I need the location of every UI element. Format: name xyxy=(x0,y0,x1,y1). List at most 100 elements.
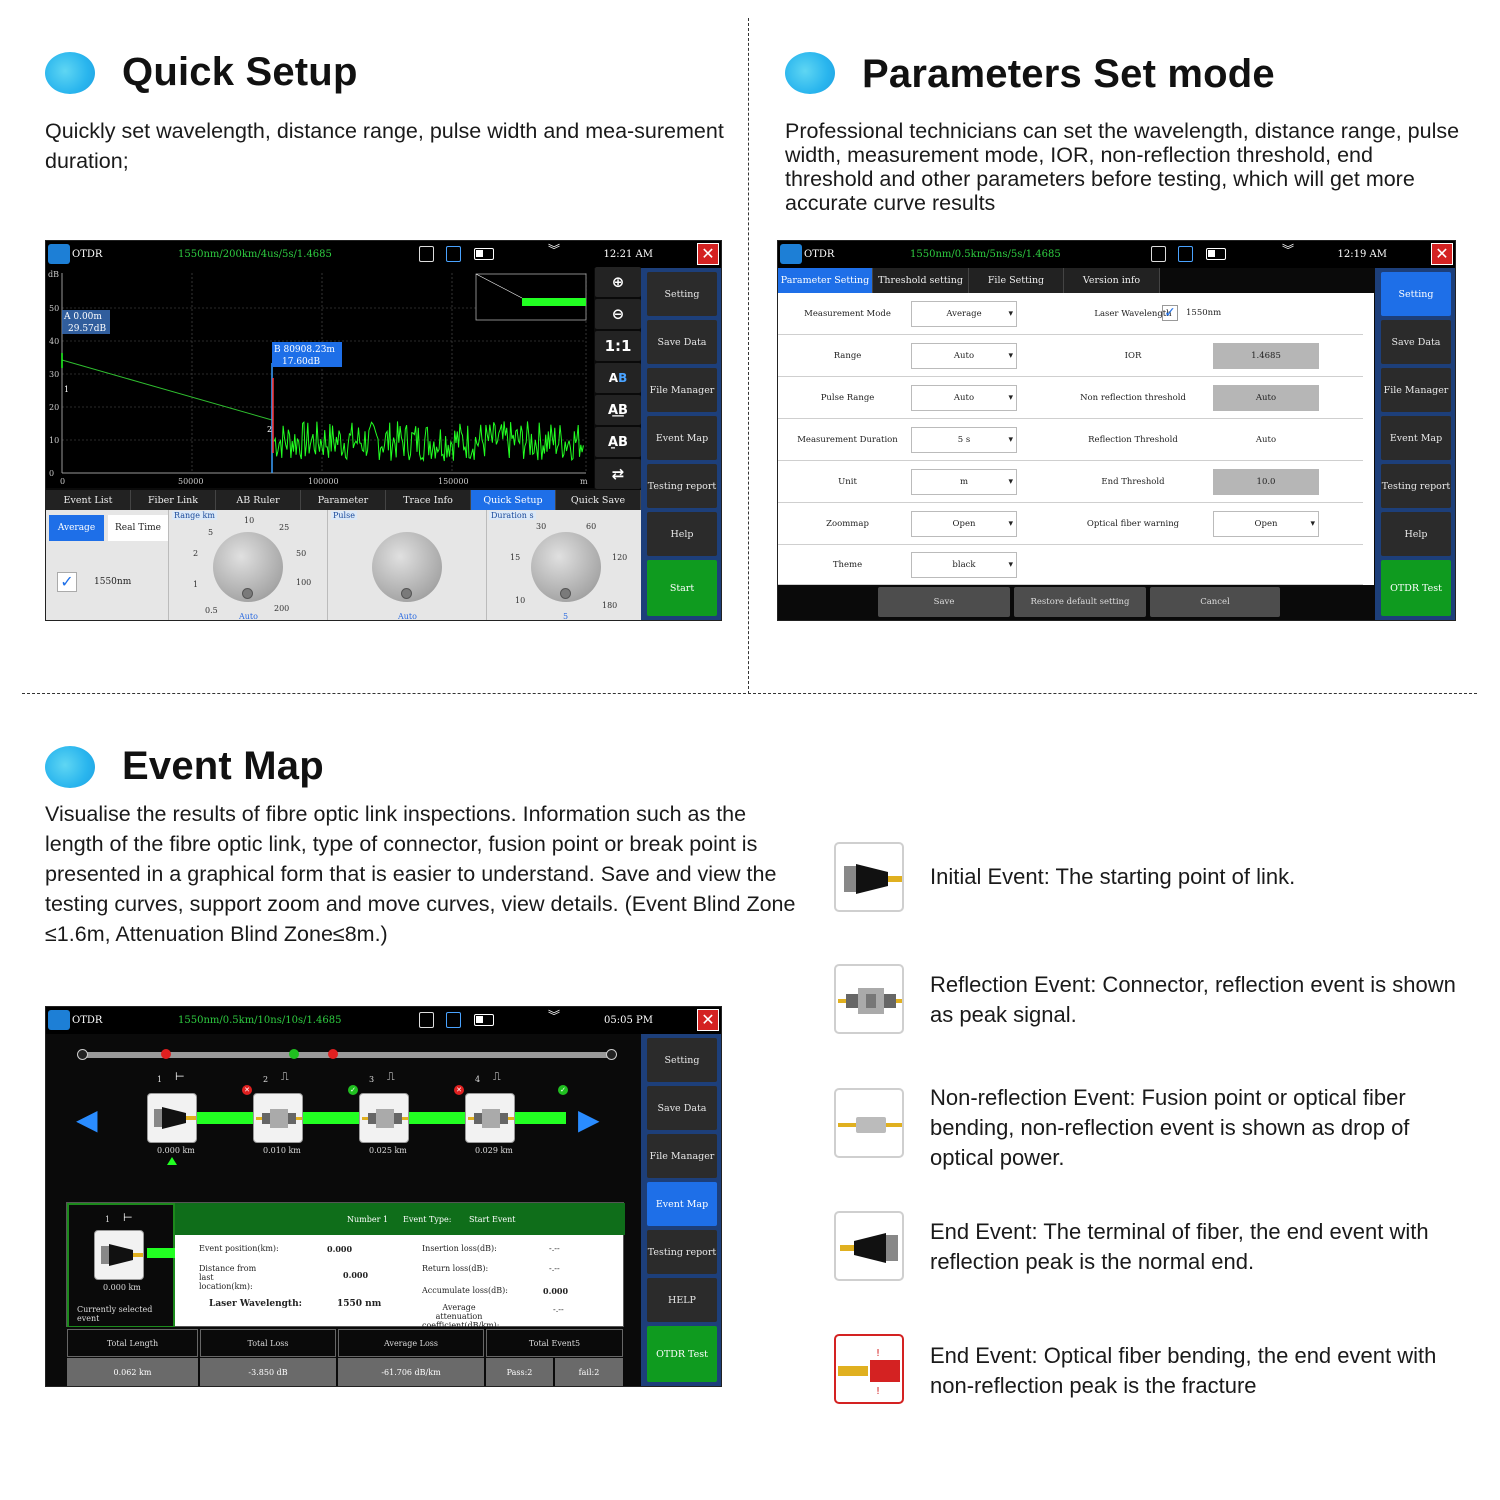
close-icon[interactable]: ✕ xyxy=(1431,243,1453,265)
tab-file-setting[interactable]: File Setting xyxy=(969,268,1064,293)
setting-button[interactable]: Setting xyxy=(1381,272,1451,316)
event-card[interactable] xyxy=(253,1093,303,1143)
scroll-left-arrow-icon[interactable]: ◀ xyxy=(76,1103,98,1136)
chevron-down-icon[interactable]: ︾ xyxy=(548,1009,561,1023)
cancel-button[interactable]: Cancel xyxy=(1150,587,1280,617)
tab-event-list[interactable]: Event List xyxy=(46,490,131,510)
horizontal-divider xyxy=(22,693,1477,694)
param-select[interactable]: black xyxy=(911,552,1017,578)
file-manager-button[interactable]: File Manager xyxy=(647,1134,717,1178)
tab-threshold-setting[interactable]: Threshold setting xyxy=(873,268,969,293)
testing-report-button[interactable]: Testing report xyxy=(647,464,717,508)
help-button[interactable]: HELP xyxy=(647,1278,717,1322)
y-tick-label: 20 xyxy=(49,403,59,412)
initial-event-icon xyxy=(834,842,904,912)
scroll-start-handle[interactable] xyxy=(77,1049,88,1060)
tab-trace-info[interactable]: Trace Info xyxy=(386,490,471,510)
sidebar: Setting Save Data File Manager Event Map… xyxy=(1375,268,1455,620)
section-description: Visualise the results of fibre optic lin… xyxy=(45,802,796,946)
param-select[interactable]: Auto xyxy=(911,385,1017,411)
scroll-right-arrow-icon[interactable]: ▶ xyxy=(578,1103,600,1136)
tab-ab-ruler[interactable]: AB Ruler xyxy=(216,490,301,510)
network-icon xyxy=(446,246,461,262)
event-card[interactable] xyxy=(147,1093,197,1143)
file-manager-button[interactable]: File Manager xyxy=(647,368,717,412)
start-button[interactable]: Start xyxy=(647,560,717,616)
duration-value: 5 xyxy=(563,612,569,621)
param-select[interactable]: m xyxy=(911,469,1017,495)
test-params: 1550nm/0.5km/5ns/5s/1.4685 xyxy=(910,249,1061,260)
param-label: Range xyxy=(833,351,862,361)
save-data-button[interactable]: Save Data xyxy=(1381,320,1451,364)
range-tick: 200 xyxy=(274,604,290,613)
event-position-value: 0.000 xyxy=(327,1244,353,1254)
testing-report-button[interactable]: Testing report xyxy=(647,1230,717,1274)
event-map-button[interactable]: Event Map xyxy=(647,416,717,460)
help-button[interactable]: Help xyxy=(1381,512,1451,556)
zoom-1-1-button[interactable]: 1:1 xyxy=(595,331,641,361)
save-data-button[interactable]: Save Data xyxy=(647,1086,717,1130)
testing-report-button[interactable]: Testing report xyxy=(1381,464,1451,508)
event-map-button[interactable]: Event Map xyxy=(1381,416,1451,460)
marker-2: 2 xyxy=(267,425,272,434)
ab-marker-b-icon[interactable]: A̱B xyxy=(595,427,641,457)
zoom-out-icon[interactable]: ⊖ xyxy=(595,299,641,329)
param-label: Unit xyxy=(838,477,857,487)
start-event-symbol-icon: ⊢ xyxy=(123,1211,133,1224)
wavelength-checkbox[interactable]: ✓ xyxy=(1162,305,1178,321)
swap-icon[interactable]: ⇄ xyxy=(595,459,641,489)
save-button[interactable]: Save xyxy=(878,587,1010,617)
param-select[interactable]: Open xyxy=(911,511,1017,537)
zoom-in-icon[interactable]: ⊕ xyxy=(595,267,641,297)
event-number: Number 1 xyxy=(347,1215,389,1224)
chevron-down-icon[interactable]: ︾ xyxy=(548,243,561,257)
setting-button[interactable]: Setting xyxy=(647,272,717,316)
tab-parameter[interactable]: Parameter xyxy=(301,490,386,510)
close-icon[interactable]: ✕ xyxy=(697,243,719,265)
setting-button[interactable]: Setting xyxy=(647,1038,717,1082)
wavelength-checkbox[interactable]: ✓ xyxy=(57,572,77,592)
restore-default-button[interactable]: Restore default setting xyxy=(1014,587,1146,617)
real-time-button[interactable]: Real Time xyxy=(108,515,168,541)
event-card[interactable] xyxy=(359,1093,409,1143)
non-reflection-event-text: Non-reflection Event: Fusion point or op… xyxy=(930,1083,1470,1173)
tab-parameter-setting[interactable]: Parameter Setting xyxy=(778,268,873,293)
param-label: Non reflection threshold xyxy=(1080,393,1186,403)
scroll-end-handle[interactable] xyxy=(606,1049,617,1060)
chevron-down-icon[interactable]: ︾ xyxy=(1282,243,1295,257)
otdr-test-button[interactable]: OTDR Test xyxy=(1381,560,1451,616)
marker-1: 1 xyxy=(64,385,69,394)
otdr-test-button[interactable]: OTDR Test xyxy=(647,1326,717,1382)
param-input[interactable]: Auto xyxy=(1213,385,1319,411)
param-input[interactable]: 1.4685 xyxy=(1213,343,1319,369)
event-map-button[interactable]: Event Map xyxy=(647,1182,717,1226)
param-select[interactable]: Open xyxy=(1213,511,1319,537)
param-select[interactable]: 5 s xyxy=(911,427,1017,453)
param-input[interactable]: 10.0 xyxy=(1213,469,1319,495)
ab-marker-a-icon[interactable]: A͟B xyxy=(595,395,641,425)
range-tick: 1 xyxy=(193,580,199,589)
event-scrollbar[interactable] xyxy=(82,1052,612,1058)
tab-quick-setup[interactable]: Quick Setup xyxy=(471,490,556,510)
tab-fiber-link[interactable]: Fiber Link xyxy=(131,490,216,510)
event-card[interactable] xyxy=(465,1093,515,1143)
event-type-label: Event Type: xyxy=(403,1215,452,1224)
param-select[interactable]: Auto xyxy=(911,343,1017,369)
fracture-end-event-text: End Event: Optical fiber bending, the en… xyxy=(930,1341,1470,1401)
help-button[interactable]: Help xyxy=(647,512,717,556)
tab-quick-save[interactable]: Quick Save xyxy=(556,490,641,510)
event-distance: 0.010 km xyxy=(263,1146,301,1155)
close-icon[interactable]: ✕ xyxy=(697,1009,719,1031)
legend-text: The starting point of link. xyxy=(1049,864,1296,889)
vertical-divider xyxy=(748,18,749,694)
file-manager-button[interactable]: File Manager xyxy=(1381,368,1451,412)
save-data-button[interactable]: Save Data xyxy=(647,320,717,364)
average-button[interactable]: Average xyxy=(49,515,104,541)
param-select[interactable]: Average xyxy=(911,301,1017,327)
event-type-symbol-icon: ⊢ xyxy=(175,1070,185,1083)
tab-version-info[interactable]: Version info xyxy=(1064,268,1160,293)
duration-tick: 15 xyxy=(510,553,521,562)
